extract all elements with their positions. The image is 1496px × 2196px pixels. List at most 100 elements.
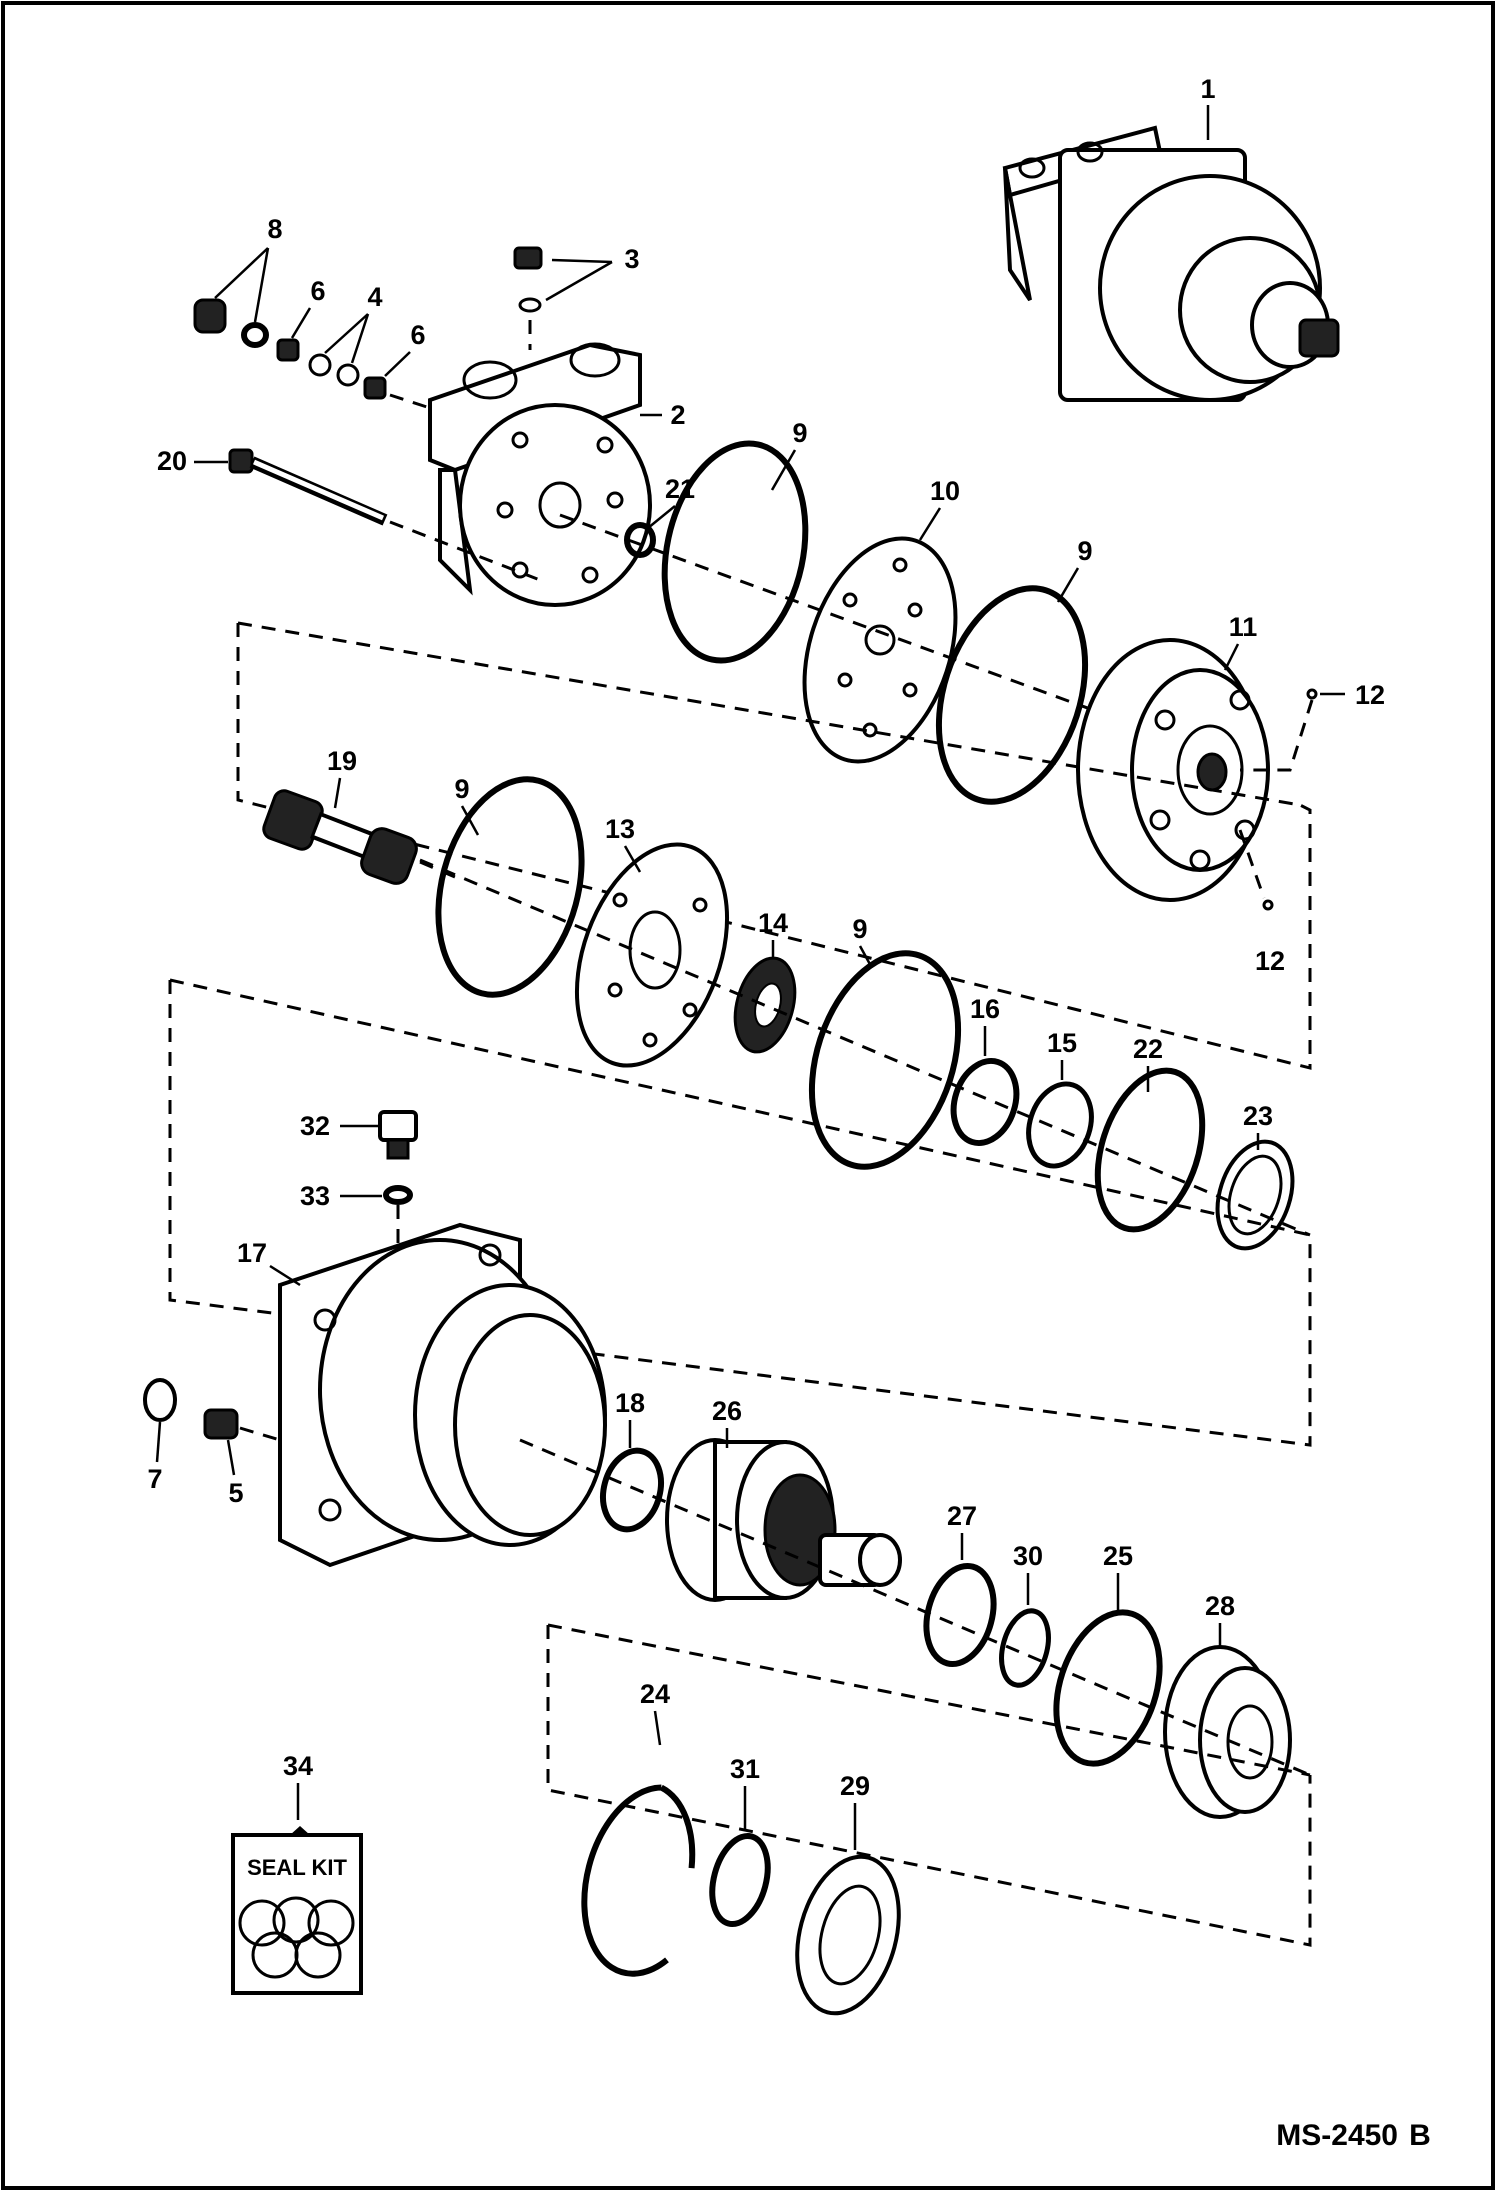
- callout-29: 29: [840, 1771, 870, 1801]
- callout-30: 30: [1013, 1541, 1043, 1571]
- guide-frame-1: [236, 623, 1312, 1070]
- plug-axis-5: [239, 1426, 281, 1442]
- callout-2: 2: [670, 400, 685, 430]
- callout-27: 27: [947, 1501, 977, 1531]
- leader-3a: [551, 258, 613, 264]
- callout-19: 19: [327, 746, 357, 776]
- assembly-axis-lower: [519, 1438, 1311, 1777]
- callout-23: 23: [1243, 1101, 1273, 1131]
- leader-24: [653, 1710, 662, 1746]
- o-ring-part-33: [383, 1185, 413, 1205]
- retaining-ring-part-18: [600, 1447, 664, 1533]
- callout-4: 4: [367, 282, 382, 312]
- o-ring-part-25: [1053, 1609, 1163, 1767]
- assembled-motor-part-1: [1002, 125, 1340, 402]
- callout-32: 32: [300, 1111, 330, 1141]
- leader-3b: [545, 260, 613, 302]
- callout-6a: 6: [310, 276, 325, 306]
- leader-6a: [290, 307, 312, 339]
- drive-shaft-part-19: [262, 789, 456, 885]
- leader-7: [155, 1421, 162, 1463]
- callout-20: 20: [157, 446, 187, 476]
- leader-9a: [770, 449, 797, 491]
- drawing-revision: B: [1409, 2119, 1431, 2152]
- callout-1: 1: [1200, 74, 1215, 104]
- leader-8a: [214, 247, 269, 299]
- washer-part-29: [795, 1854, 901, 2016]
- leader-9c: [460, 805, 480, 836]
- o-ring-part-7: [143, 1378, 177, 1422]
- ring-part-30: [999, 1608, 1051, 1688]
- callout-5: 5: [228, 1478, 243, 1508]
- callout-22: 22: [1133, 1034, 1163, 1064]
- guide-frame-3: [546, 1625, 1312, 1947]
- callout-16: 16: [970, 994, 1000, 1024]
- callout-24: 24: [640, 1679, 670, 1709]
- pin-axis-12b: [1238, 829, 1266, 899]
- callout-9c: 9: [454, 774, 469, 804]
- plug-part-32: [378, 1110, 418, 1160]
- leader-13: [623, 845, 642, 873]
- seal-part-21: [624, 522, 656, 558]
- check-valve-parts-8-6-4: [193, 298, 431, 410]
- leader-9d: [858, 945, 874, 969]
- callout-17: 17: [237, 1238, 267, 1268]
- o-ring-part-9-a: [661, 440, 809, 664]
- leader-17: [269, 1264, 301, 1287]
- balance-plate-part-13: [574, 842, 730, 1068]
- callout-6b: 6: [410, 320, 425, 350]
- seal-kit-label: SEAL KIT: [247, 1855, 347, 1880]
- callout-8: 8: [267, 214, 282, 244]
- callout-34: 34: [283, 1751, 313, 1781]
- valve-plate-part-10: [802, 536, 958, 764]
- assembly-axis-top: [559, 513, 1176, 742]
- guide-frame-3-top: [547, 1623, 1311, 1777]
- valve-housing-part-2: [428, 342, 652, 607]
- callout-31: 31: [730, 1754, 760, 1784]
- gerotor-part-11: [1076, 638, 1270, 902]
- plug-part-5: [203, 1408, 239, 1440]
- drawing-code: MS-2450: [1276, 2119, 1398, 2152]
- callout-15: 15: [1047, 1028, 1077, 1058]
- callout-10: 10: [930, 476, 960, 506]
- seal-part-31: [709, 1833, 771, 1927]
- leader-21: [647, 505, 676, 529]
- pin-part-12-b: [1262, 899, 1274, 911]
- guide-frame-1-top: [237, 621, 1301, 807]
- seal-part-27: [923, 1562, 997, 1668]
- output-shaft-part-26: [665, 1438, 902, 1602]
- leader-9b: [1056, 567, 1080, 603]
- callout-13: 13: [605, 814, 635, 844]
- leader-11: [1223, 643, 1240, 671]
- plug-part-3: [513, 246, 543, 350]
- bolt-part-20: [228, 448, 541, 582]
- callout-14: 14: [758, 908, 788, 938]
- leader-19: [333, 777, 342, 809]
- leader-4a: [324, 313, 369, 354]
- callout-9d: 9: [852, 914, 867, 944]
- guide-frame-2: [168, 980, 1312, 1447]
- leader-6b: [384, 351, 411, 377]
- callout-33: 33: [300, 1181, 330, 1211]
- callout-12a: 12: [1355, 680, 1385, 710]
- callout-26: 26: [712, 1396, 742, 1426]
- leader-10: [918, 507, 942, 541]
- callout-12b: 12: [1255, 946, 1285, 976]
- callout-25: 25: [1103, 1541, 1133, 1571]
- assembly-axis-middle: [419, 858, 1311, 1237]
- snap-ring-part-24: [581, 1784, 696, 1977]
- pin-part-12-a: [1306, 688, 1318, 700]
- callout-11: 11: [1229, 612, 1258, 642]
- guide-frame-2-top: [169, 978, 1311, 1237]
- leader-5: [226, 1439, 236, 1476]
- callout-9a: 9: [792, 418, 807, 448]
- o-ring-part-22: [1094, 1067, 1206, 1233]
- seal-cap-part-28: [1163, 1645, 1292, 1819]
- leader-8b: [253, 247, 270, 323]
- callout-9b: 9: [1077, 536, 1092, 566]
- callout-28: 28: [1205, 1591, 1235, 1621]
- seal-kit-part-34: [231, 1826, 363, 1995]
